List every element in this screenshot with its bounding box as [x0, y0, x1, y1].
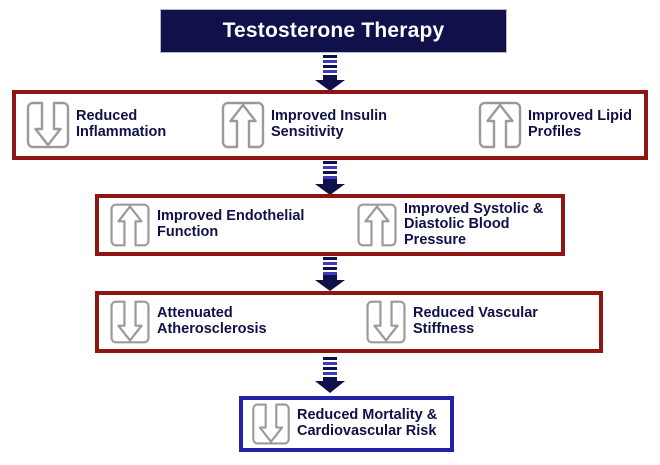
arrow-down-outline-icon	[110, 300, 150, 344]
arrow-up-outline-icon	[478, 101, 522, 149]
item-reduced-vascular-stiffness: Reduced Vascular Stiffness	[365, 298, 538, 346]
item-label: Improved Insulin Sensitivity	[271, 108, 388, 140]
striped-down-arrow-icon	[313, 357, 347, 393]
arrow-up-outline-icon	[221, 101, 265, 149]
row-4-container: Reduced Mortality & Cardiovascular Risk	[239, 396, 454, 452]
item-improved-endothelial-function: Improved Endothelial Function	[109, 201, 304, 249]
row-3-container: Attenuated Atherosclerosis Reduced Vascu…	[95, 291, 603, 353]
item-attenuated-atherosclerosis: Attenuated Atherosclerosis	[109, 298, 267, 346]
item-label: Attenuated Atherosclerosis	[157, 305, 267, 337]
diagram-title-box: Testosterone Therapy	[160, 9, 507, 53]
item-label: Reduced Inflammation	[76, 108, 167, 140]
row-1-container: Reduced Inflammation Improved Insulin Se…	[12, 90, 648, 160]
striped-down-arrow-icon	[313, 55, 347, 91]
item-label: Reduced Mortality & Cardiovascular Risk	[297, 407, 438, 439]
item-label: Improved Systolic & Diastolic Blood Pres…	[404, 200, 544, 248]
item-improved-systolic-diastolic-blood-pressure: Improved Systolic & Diastolic Blood Pres…	[356, 201, 561, 249]
arrow-up-outline-icon	[110, 203, 150, 247]
row-2-container: Improved Endothelial Function Improved S…	[95, 194, 565, 256]
arrow-down-outline-icon	[252, 403, 290, 445]
arrow-up-outline-icon	[357, 203, 397, 247]
striped-down-arrow-icon	[313, 257, 347, 291]
item-reduced-inflammation: Reduced Inflammation	[26, 99, 166, 151]
arrow-down-outline-icon	[26, 101, 70, 149]
item-improved-lipid-profiles: Improved Lipid Profiles	[478, 99, 632, 151]
item-improved-insulin-sensitivity: Improved Insulin Sensitivity	[221, 99, 387, 151]
item-label: Reduced Vascular Stiffness	[413, 305, 538, 337]
item-label: Improved Lipid Profiles	[528, 108, 632, 140]
arrow-down-outline-icon	[366, 300, 406, 344]
striped-down-arrow-icon	[313, 161, 347, 195]
item-label: Improved Endothelial Function	[157, 208, 305, 240]
item-reduced-mortality-cardiovascular-risk: Reduced Mortality & Cardiovascular Risk	[251, 401, 437, 447]
page-title: Testosterone Therapy	[222, 19, 445, 42]
